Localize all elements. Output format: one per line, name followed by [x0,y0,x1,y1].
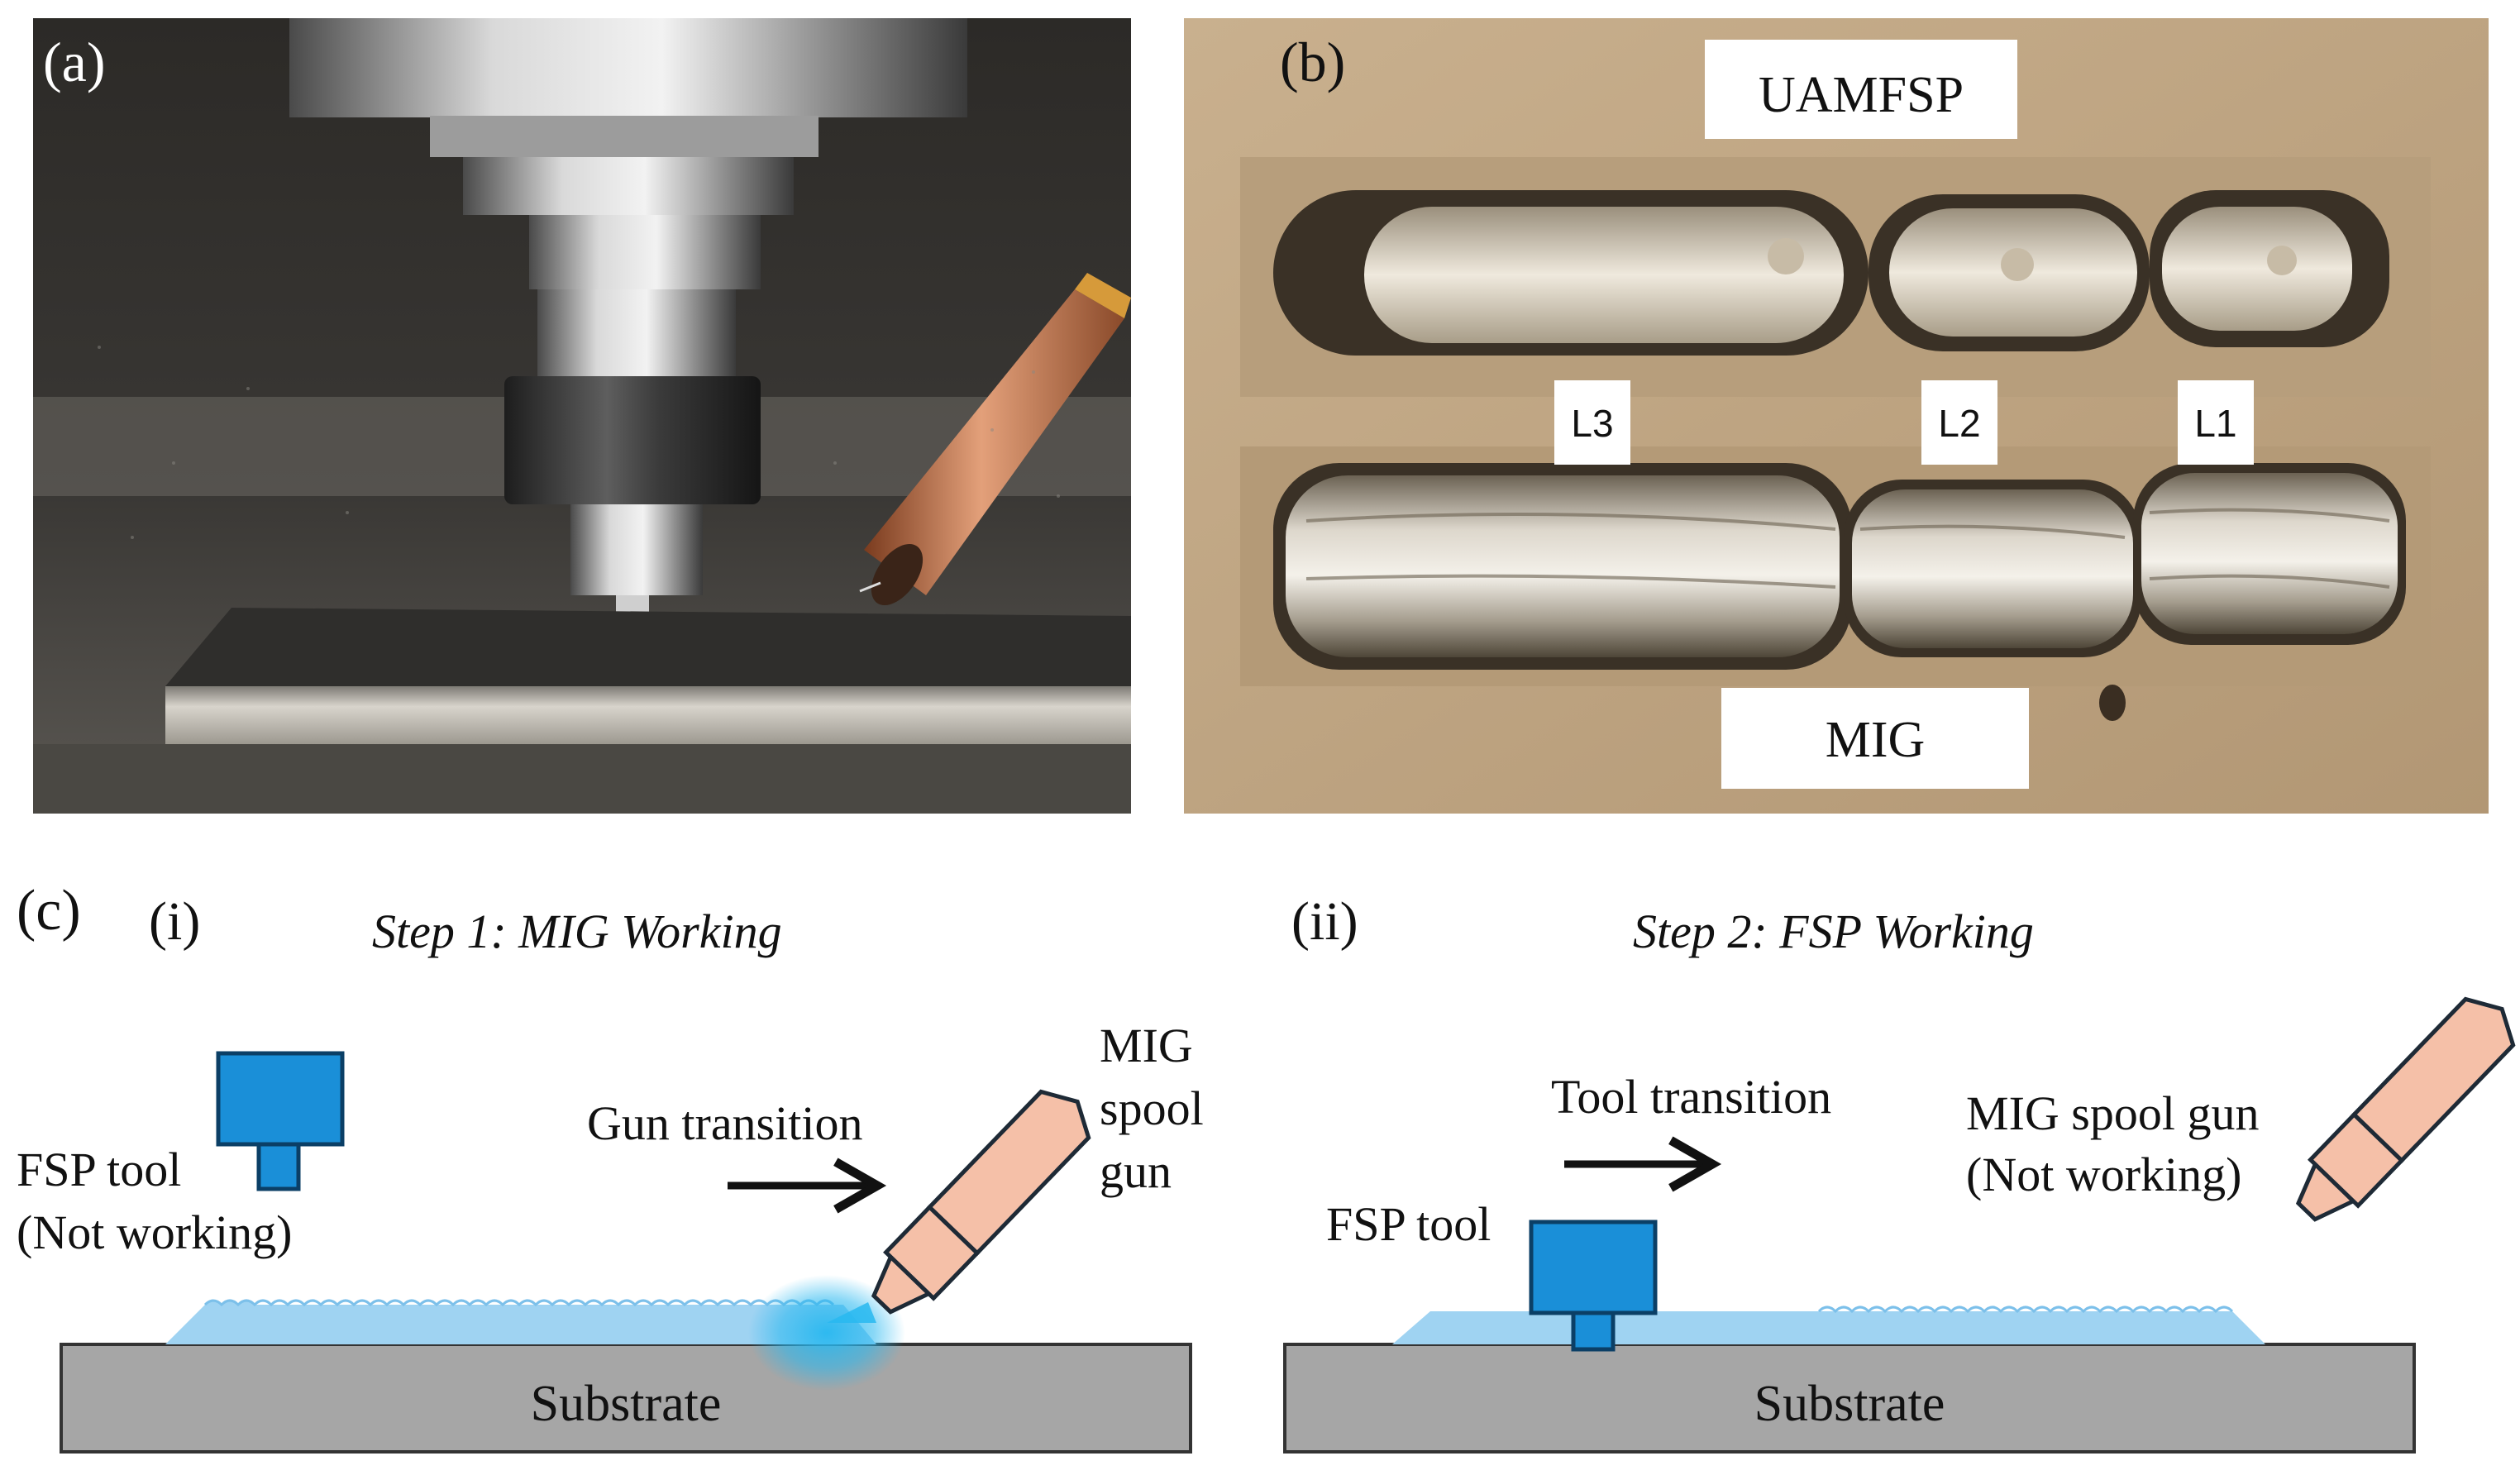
mig-label-box [1721,688,2029,789]
step1-transition-label: Gun transition [587,1096,862,1150]
step2-transition-label: Tool transition [1551,1070,1831,1124]
step1-fsp-tool-label: FSP tool [17,1143,181,1196]
l3-label-box [1554,380,1630,465]
panel-a-photo: (a) [33,18,1131,814]
step1-substrate [60,1343,1192,1454]
panel-b-photo: UAMFSP MIG L3 L2 L1 (b) [1184,18,2489,814]
step1-fsp-tool-pin [256,1142,301,1191]
step2-mig-gun [2295,996,2516,1222]
l1-label-box [2178,380,2254,465]
panel-b-letter: (b) [1280,31,1345,93]
step1-fsp-state-label: (Not working) [17,1205,292,1259]
step2-gun-state-label: (Not working) [1966,1148,2241,1201]
step1-roman: (i) [149,891,200,952]
step2-fsp-tool-body [1529,1220,1658,1315]
step2-deposit-ripples [1817,1306,2234,1314]
step2-substrate-label: Substrate [1754,1376,1945,1432]
step1-substrate-label: Substrate [531,1376,722,1432]
panel-a-letter: (a) [43,31,105,93]
step2-gun-label: MIG spool gun [1966,1086,2259,1140]
step1-mig-gun [871,1089,1091,1315]
step2-deposit [1392,1311,2265,1344]
step1-deposit [165,1301,876,1344]
step2-title: Step 2: FSP Working [1633,905,2034,958]
mig-label: MIG [1826,712,1926,768]
step2-roman: (ii) [1291,891,1358,952]
layer-l1-label: L1 [2194,402,2236,445]
step2-fsp-tool-pin [1571,1310,1616,1352]
step1-arc [827,1302,876,1323]
l2-label-box [1921,380,1997,465]
step1-fsp-tool-body [216,1051,345,1147]
step1-gun-label-3: gun [1100,1144,1172,1198]
step2-substrate [1283,1343,2416,1454]
step2-diagram: (ii) Step 2: FSP Working Substrate FSP t… [1283,891,2516,1454]
panel-c-schematic: (c) (i) Step 1: MIG Working Substrate FS… [17,879,2516,1454]
panel-c-letter: (c) [17,879,81,943]
layer-l3-label: L3 [1571,402,1613,445]
layer-l2-label: L2 [1938,402,1980,445]
step1-gun-label-2: spool [1100,1081,1204,1135]
step1-gun-label-1: MIG [1100,1019,1193,1072]
step1-diagram: (i) Step 1: MIG Working Substrate FSP to… [17,891,1204,1454]
uamfsp-label: UAMFSP [1759,67,1964,123]
step1-title: Step 1: MIG Working [372,905,782,958]
step2-fsp-tool-label: FSP tool [1326,1197,1491,1251]
uamfsp-label-box [1705,40,2017,139]
step1-deposit-ripples [203,1299,835,1307]
